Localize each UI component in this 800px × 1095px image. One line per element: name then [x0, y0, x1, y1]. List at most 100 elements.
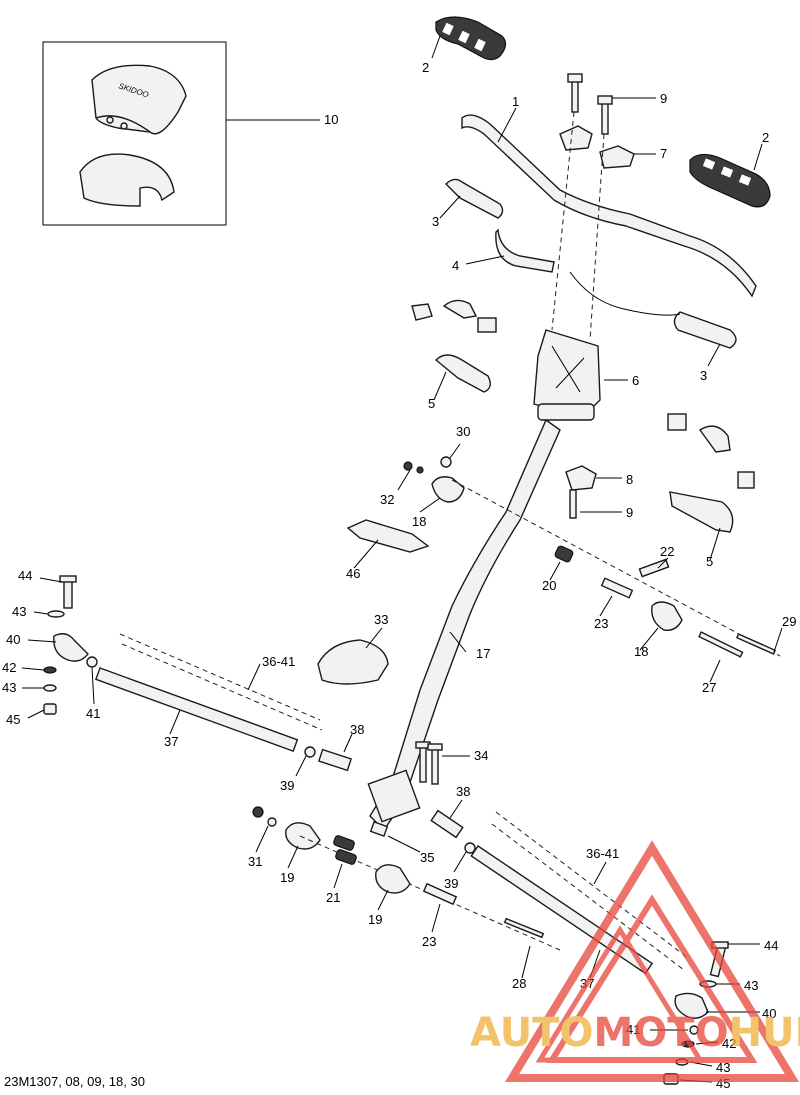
callout: 18 — [634, 644, 648, 659]
callout: 39 — [444, 876, 458, 891]
callout: 43 — [12, 604, 26, 619]
callout: 17 — [476, 646, 490, 661]
callout: 18 — [412, 514, 426, 529]
callout: 36-41 — [586, 846, 619, 861]
callout: 2 — [422, 60, 429, 75]
sleeve-23-upper — [600, 577, 634, 599]
clamp-upper-1 — [559, 125, 593, 151]
steering-column — [369, 418, 561, 832]
callout: 45 — [6, 712, 20, 727]
grip-sleeve-right — [673, 311, 737, 349]
callout: 32 — [380, 492, 394, 507]
callout: 3 — [432, 214, 439, 229]
watermark-auto: AUTO — [470, 1010, 594, 1056]
callout: 8 — [626, 472, 633, 487]
bolts-9-top — [567, 73, 613, 135]
callout: 43 — [744, 978, 758, 993]
callout: 38 — [456, 784, 470, 799]
callout: 41 — [626, 1022, 640, 1037]
handlebar — [461, 114, 757, 298]
callout: 7 — [660, 146, 667, 161]
nut-31 — [252, 806, 264, 818]
rod-end-18-right — [651, 601, 683, 631]
heater-wire — [495, 228, 555, 273]
callout-labels: 2 1 9 10 2 7 3 4 6 3 5 30 8 32 9 18 22 5… — [2, 60, 796, 1091]
callout: 9 — [660, 91, 667, 106]
clamp-lower — [565, 465, 597, 491]
tie-rod-37-left — [94, 667, 299, 752]
adapter-group-left — [411, 299, 497, 393]
callout: 10 — [324, 112, 338, 127]
callout: 6 — [632, 373, 639, 388]
callout: 42 — [722, 1036, 736, 1051]
callout: 29 — [782, 614, 796, 629]
nut-20 — [554, 545, 574, 563]
callout: 5 — [706, 554, 713, 569]
callout: 34 — [474, 748, 488, 763]
callout: 31 — [248, 854, 262, 869]
callout: 37 — [164, 734, 178, 749]
callout: 20 — [542, 578, 556, 593]
spacer-35 — [369, 821, 389, 837]
watermark: AUTOMOTOHUB — [470, 840, 800, 1082]
callout: 43 — [716, 1060, 730, 1075]
rod-end-38-right — [430, 809, 464, 839]
callout: 33 — [374, 612, 388, 627]
adapter-group-right — [667, 413, 755, 533]
cover-33 — [317, 639, 389, 685]
callout: 23 — [594, 616, 608, 631]
callout: 44 — [764, 938, 778, 953]
callout: 22 — [660, 544, 674, 559]
callout: 21 — [326, 890, 340, 905]
callout: 30 — [456, 424, 470, 439]
callout: 46 — [346, 566, 360, 581]
callout: 9 — [626, 505, 633, 520]
callout: 1 — [512, 94, 519, 109]
ball-joint-40-left — [53, 633, 89, 662]
sleeve-22 — [638, 558, 670, 578]
callout: 40 — [762, 1006, 776, 1021]
bolt-29 — [735, 633, 777, 655]
rod-end-18-upper — [431, 476, 465, 503]
bolt-28 — [503, 917, 545, 939]
callout: 2 — [762, 130, 769, 145]
grip-left — [435, 16, 507, 61]
tie-rod-37-right — [470, 845, 654, 975]
rod-end-19-lower — [375, 864, 411, 894]
rod-end-19-upper — [285, 822, 321, 850]
callout: 39 — [280, 778, 294, 793]
rod-end-38-left — [317, 748, 353, 772]
callout: 38 — [350, 722, 364, 737]
callout: 42 — [2, 660, 16, 675]
ball-joint-40-right — [674, 992, 709, 1019]
grip-sleeve-left — [445, 178, 504, 219]
inset-box-pad: SKIDOO — [42, 41, 227, 226]
bolt-27 — [698, 631, 744, 658]
callout: 27 — [702, 680, 716, 695]
washer-30 — [440, 456, 452, 468]
watermark-triangle-icon — [504, 840, 800, 1082]
callout: 44 — [18, 568, 32, 583]
callout: 41 — [86, 706, 100, 721]
callout: 4 — [452, 258, 459, 273]
callout: 19 — [368, 912, 382, 927]
callout: 3 — [700, 368, 707, 383]
callout: 36-41 — [262, 654, 295, 669]
grip-right — [689, 153, 771, 208]
springs-21 — [333, 835, 357, 865]
watermark-hub: HUB — [729, 1010, 800, 1056]
diagram-code: 23M1307, 08, 09, 18, 30 — [4, 1074, 145, 1089]
callout: 40 — [6, 632, 20, 647]
callout: 28 — [512, 976, 526, 991]
sleeve-23-lower — [422, 882, 458, 906]
watermark-moto: MOTO — [594, 1010, 729, 1056]
callout: 19 — [280, 870, 294, 885]
clamp-upper-2 — [599, 145, 635, 169]
callout: 35 — [420, 850, 434, 865]
svg-text:AUTOMOTOHUB: AUTOMOTOHUB — [470, 1010, 800, 1056]
callout: 43 — [2, 680, 16, 695]
bolts-34 — [415, 741, 443, 785]
callout: 23 — [422, 934, 436, 949]
callout: 5 — [428, 396, 435, 411]
